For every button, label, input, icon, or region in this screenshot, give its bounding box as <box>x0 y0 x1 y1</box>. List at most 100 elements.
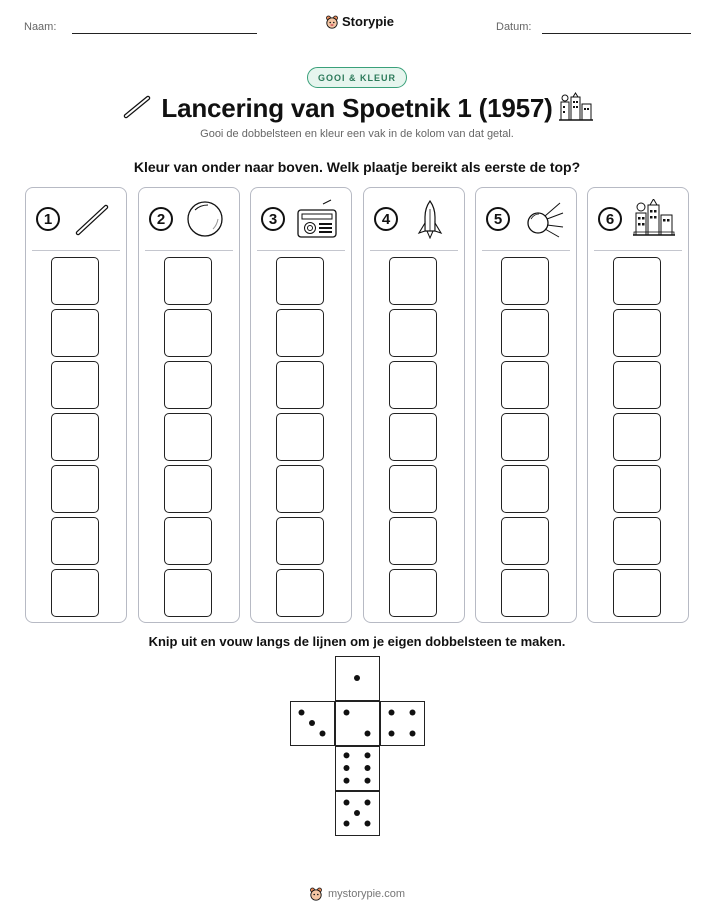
die-pip <box>343 752 350 759</box>
color-cell[interactable] <box>164 361 212 409</box>
die-face-4 <box>380 701 425 746</box>
die-face-5 <box>335 791 380 836</box>
color-cell[interactable] <box>164 569 212 617</box>
color-cell[interactable] <box>276 517 324 565</box>
color-cell[interactable] <box>164 309 212 357</box>
die-pips <box>343 799 371 827</box>
column-number: 4 <box>374 207 398 231</box>
color-cell[interactable] <box>501 413 549 461</box>
color-cell[interactable] <box>613 517 661 565</box>
space-city-icon <box>633 199 675 236</box>
die-pips <box>298 709 326 737</box>
storypie-mascot-icon <box>310 887 322 901</box>
column-number: 1 <box>36 207 60 231</box>
radio-icon <box>297 199 337 238</box>
die-pip <box>409 730 416 737</box>
color-cell[interactable] <box>501 569 549 617</box>
color-cell[interactable] <box>276 569 324 617</box>
die-column-4: 4 <box>363 187 465 623</box>
color-cell[interactable] <box>501 465 549 513</box>
color-cell[interactable] <box>164 465 212 513</box>
sputnik-satellite-icon <box>527 202 564 238</box>
color-cell[interactable] <box>389 413 437 461</box>
die-pips <box>388 709 416 737</box>
color-cell[interactable] <box>51 569 99 617</box>
color-cell[interactable] <box>613 569 661 617</box>
activity-badge: GOOI & KLEUR <box>307 67 407 88</box>
date-line <box>542 33 691 34</box>
column-header: 3 <box>251 188 351 250</box>
page-subtitle: Gooi de dobbelsteen en kleur een vak in … <box>200 128 514 140</box>
color-cell[interactable] <box>276 413 324 461</box>
color-cell[interactable] <box>501 257 549 305</box>
column-divider <box>482 250 570 251</box>
color-cell[interactable] <box>51 413 99 461</box>
color-cell[interactable] <box>51 361 99 409</box>
color-cell[interactable] <box>501 361 549 409</box>
die-column-5: 5 <box>475 187 577 623</box>
color-cell[interactable] <box>276 361 324 409</box>
brand-logo: Storypie <box>325 14 394 29</box>
die-pips <box>354 675 360 681</box>
footer: mystorypie.com <box>0 887 714 901</box>
instruction-text: Kleur van onder naar boven. Welk plaatje… <box>133 159 581 175</box>
color-cell[interactable] <box>613 361 661 409</box>
die-face-6 <box>335 746 380 791</box>
color-cell[interactable] <box>613 413 661 461</box>
column-divider <box>257 250 345 251</box>
die-column-2: 2 <box>138 187 240 623</box>
color-cell[interactable] <box>51 517 99 565</box>
die-pip <box>388 709 395 716</box>
color-cell[interactable] <box>164 517 212 565</box>
color-cell[interactable] <box>51 309 99 357</box>
die-pip <box>343 777 350 784</box>
color-cell[interactable] <box>389 465 437 513</box>
column-number: 6 <box>598 207 622 231</box>
color-cell[interactable] <box>276 309 324 357</box>
die-instruction: Knip uit en vouw langs de lijnen om je e… <box>148 634 566 649</box>
color-cell[interactable] <box>501 309 549 357</box>
die-pip <box>298 709 305 716</box>
color-cell[interactable] <box>389 309 437 357</box>
die-face-1 <box>335 656 380 701</box>
storypie-mascot-icon <box>326 15 338 29</box>
color-cell[interactable] <box>51 465 99 513</box>
die-pip <box>343 709 350 716</box>
color-cell[interactable] <box>501 517 549 565</box>
sphere-icon <box>187 201 223 237</box>
brand-name: Storypie <box>342 14 395 29</box>
color-cell[interactable] <box>51 257 99 305</box>
name-label: Naam: <box>24 21 57 33</box>
color-cell[interactable] <box>613 465 661 513</box>
color-cell[interactable] <box>389 517 437 565</box>
column-divider <box>370 250 458 251</box>
column-divider <box>594 250 682 251</box>
footer-url: mystorypie.com <box>327 888 406 900</box>
die-face-2 <box>335 701 380 746</box>
color-cell[interactable] <box>613 257 661 305</box>
die-face-3 <box>290 701 335 746</box>
die-pip <box>364 752 371 759</box>
die-pip <box>364 820 371 827</box>
die-pip <box>409 709 416 716</box>
color-cell[interactable] <box>389 361 437 409</box>
die-column-1: 1 <box>25 187 127 623</box>
color-cell[interactable] <box>389 569 437 617</box>
die-pip <box>364 777 371 784</box>
color-cell[interactable] <box>613 309 661 357</box>
date-label: Datum: <box>496 21 532 33</box>
rocket-icon <box>417 199 443 239</box>
column-header: 5 <box>476 188 576 250</box>
color-cell[interactable] <box>389 257 437 305</box>
die-pip <box>364 765 371 771</box>
column-header: 6 <box>588 188 688 250</box>
color-cell[interactable] <box>276 257 324 305</box>
color-cell[interactable] <box>276 465 324 513</box>
color-cell[interactable] <box>164 257 212 305</box>
die-column-3: 3 <box>250 187 352 623</box>
antenna-rod-icon <box>123 95 151 119</box>
die-pip <box>388 730 395 737</box>
color-cell[interactable] <box>164 413 212 461</box>
column-header: 4 <box>364 188 464 250</box>
column-divider <box>32 250 120 251</box>
